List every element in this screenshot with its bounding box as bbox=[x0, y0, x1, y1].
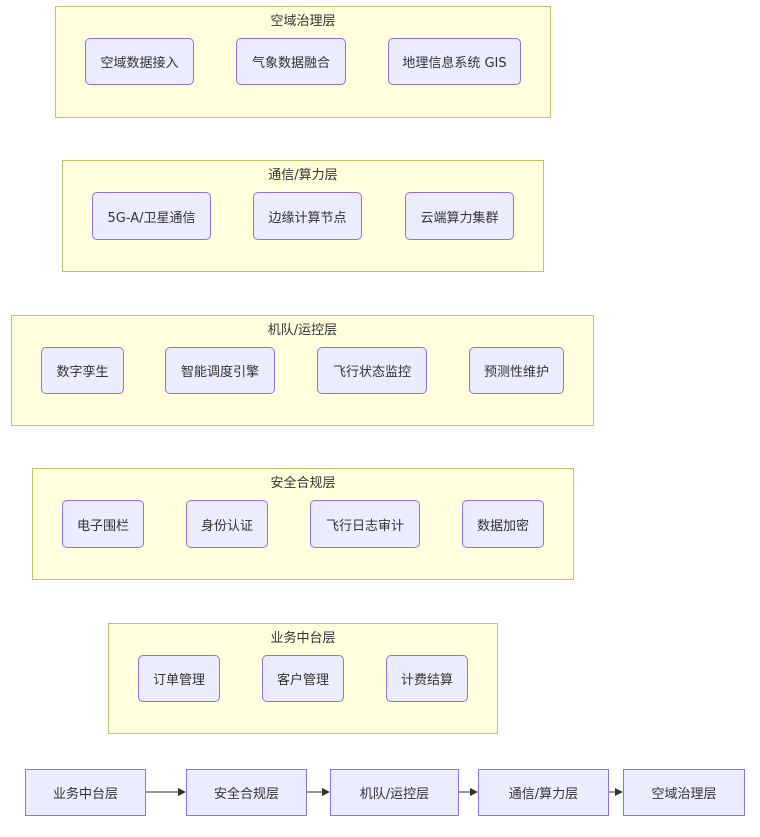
node-order-management[interactable]: 订单管理 bbox=[138, 655, 220, 702]
node-edge-compute[interactable]: 边缘计算节点 bbox=[253, 192, 362, 240]
node-gis[interactable]: 地理信息系统 GIS bbox=[388, 38, 521, 85]
layer-title: 空域治理层 bbox=[270, 14, 336, 29]
node-digital-twin[interactable]: 数字孪生 bbox=[41, 347, 124, 394]
layer-title: 机队/运控层 bbox=[267, 323, 338, 338]
node-billing[interactable]: 计费结算 bbox=[386, 655, 468, 702]
node-geofence[interactable]: 电子围栏 bbox=[62, 500, 144, 548]
node-airspace-data-ingest[interactable]: 空域数据接入 bbox=[85, 38, 194, 85]
node-data-encryption[interactable]: 数据加密 bbox=[462, 500, 544, 548]
node-cloud-cluster[interactable]: 云端算力集群 bbox=[405, 192, 514, 240]
layer-title: 业务中台层 bbox=[270, 631, 336, 646]
flow-node-business[interactable]: 业务中台层 bbox=[25, 769, 146, 816]
flow-node-airspace[interactable]: 空域治理层 bbox=[623, 769, 745, 816]
flow-node-fleet[interactable]: 机队/运控层 bbox=[330, 769, 459, 816]
node-flight-log-audit[interactable]: 飞行日志审计 bbox=[310, 500, 420, 548]
node-5g-satellite[interactable]: 5G-A/卫星通信 bbox=[92, 192, 211, 240]
layer-title: 安全合规层 bbox=[270, 476, 336, 491]
node-scheduling-engine[interactable]: 智能调度引擎 bbox=[165, 347, 275, 394]
flow-node-security[interactable]: 安全合规层 bbox=[186, 769, 307, 816]
node-predictive-maintenance[interactable]: 预测性维护 bbox=[469, 347, 564, 394]
layer-title: 通信/算力层 bbox=[268, 168, 338, 183]
node-identity-auth[interactable]: 身份认证 bbox=[186, 500, 268, 548]
node-flight-monitoring[interactable]: 飞行状态监控 bbox=[317, 347, 427, 394]
node-customer-management[interactable]: 客户管理 bbox=[262, 655, 344, 702]
flow-node-communication[interactable]: 通信/算力层 bbox=[478, 769, 609, 816]
node-weather-data-fusion[interactable]: 气象数据融合 bbox=[236, 38, 346, 85]
